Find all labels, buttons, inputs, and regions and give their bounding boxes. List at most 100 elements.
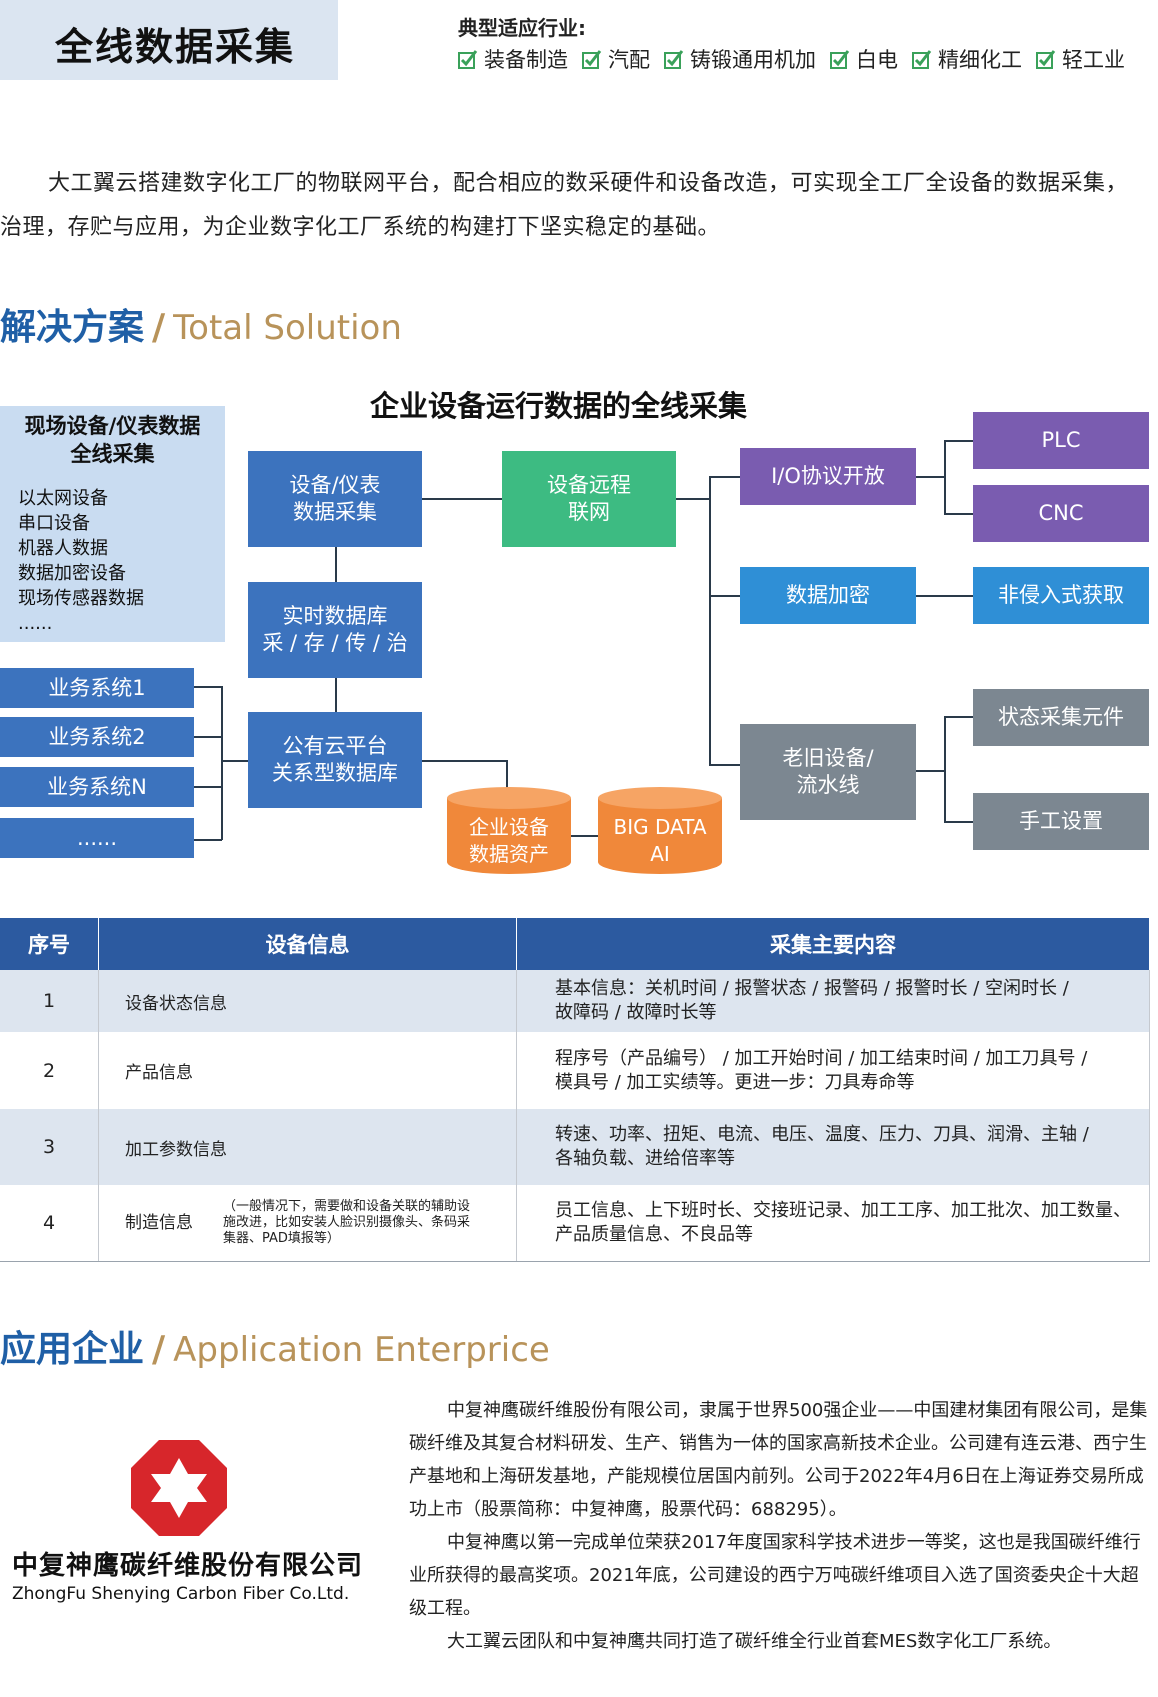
plc-box: PLC <box>973 412 1149 469</box>
connector-line <box>915 476 945 478</box>
content-cell: 基本信息：关机时间 / 报警状态 / 报警码 / 报警时长 / 空闲时长 /故障… <box>516 970 1150 1032</box>
device-info-note: （一般情况下，需要做和设备关联的辅助设施改进，比如安装人脸识别摄像头、条码采集器… <box>223 1198 471 1246</box>
connector-line <box>944 513 974 515</box>
industry-item: 白电 <box>830 44 898 74</box>
column-header-number: 序号 <box>0 918 99 970</box>
enterprise-paragraph: 中复神鹰碳纤维股份有限公司，隶属于世界500强企业——中国建材集团有限公司，是集… <box>409 1400 1148 1520</box>
list-item: 机器人数据 <box>18 538 108 559</box>
legacy-equipment-box: 老旧设备/流水线 <box>740 724 916 820</box>
industry-item: 铸锻通用机加 <box>664 44 816 74</box>
industries-label: 典型适应行业: <box>458 16 586 40</box>
connector-line <box>675 498 710 500</box>
row-number: 2 <box>0 1032 99 1109</box>
enterprise-paragraph: 中复神鹰以第一完成单位荣获2017年度国家科学技术进步一等奖，这也是我国碳纤维行… <box>409 1532 1141 1619</box>
list-item: ...... <box>18 613 53 634</box>
connector-line <box>944 440 946 514</box>
connector-line <box>570 835 598 837</box>
connector-line <box>915 595 974 597</box>
checkbox-checked-icon <box>1036 50 1056 69</box>
section-title-en: Total Solution <box>173 308 402 348</box>
connector-line <box>421 760 507 762</box>
section-title-solution: 解决方案/Total Solution <box>0 298 402 350</box>
connector-line <box>221 686 223 840</box>
enterprise-description: 中复神鹰碳纤维股份有限公司，隶属于世界500强企业——中国建材集团有限公司，是集… <box>409 1394 1151 1658</box>
data-asset-cylinder-icon <box>447 787 571 874</box>
connector-line <box>506 760 508 796</box>
intro-paragraph: 大工翼云搭建数字化工厂的物联网平台，配合相应的数采硬件和设备改造，可实现全工厂全… <box>0 171 1129 240</box>
connector-line <box>709 476 711 765</box>
connector-line <box>421 498 503 500</box>
business-system-2: 业务系统2 <box>0 717 194 757</box>
remote-networking-box: 设备远程联网 <box>502 451 676 547</box>
row-number: 3 <box>0 1109 99 1185</box>
connector-line <box>944 821 974 823</box>
table-header-row: 序号 设备信息 采集主要内容 <box>0 918 1150 970</box>
manual-setting-box: 手工设置 <box>973 793 1149 850</box>
section-title-cn: 解决方案 <box>0 307 145 348</box>
checkbox-checked-icon <box>664 50 684 69</box>
industry-item: 汽配 <box>582 44 650 74</box>
non-invasive-box: 非侵入式获取 <box>973 567 1149 624</box>
connector-line <box>915 770 945 772</box>
device-data-collection-box: 设备/仪表数据采集 <box>248 451 422 547</box>
data-asset-label: 企业设备数据资产 <box>469 815 549 866</box>
collection-table: 序号 设备信息 采集主要内容 1 设备状态信息 基本信息：关机时间 / 报警状态… <box>0 918 1150 1262</box>
connector-line <box>335 546 337 582</box>
realtime-db-box: 实时数据库采 / 存 / 传 / 治 <box>248 582 422 678</box>
section-title-en: Application Enterprice <box>173 1330 550 1370</box>
connector-line <box>944 440 974 442</box>
table-row: 4 制造信息（一般情况下，需要做和设备关联的辅助设施改进，比如安装人脸识别摄像头… <box>0 1185 1150 1262</box>
connector-line <box>192 786 222 788</box>
section-slash: / <box>152 307 166 348</box>
business-system-more: ...... <box>0 818 194 858</box>
device-info-cell: 制造信息（一般情况下，需要做和设备关联的辅助设施改进，比如安装人脸识别摄像头、条… <box>98 1185 517 1262</box>
section-slash: / <box>152 1329 166 1370</box>
section-title-enterprise: 应用企业/Application Enterprice <box>0 1320 550 1372</box>
connector-line <box>192 686 222 688</box>
content-cell: 员工信息、上下班时长、交接班记录、加工工序、加工批次、加工数量、产品质量信息、不… <box>516 1185 1150 1262</box>
row-number: 1 <box>0 970 99 1032</box>
connector-line <box>192 839 222 841</box>
io-protocol-box: I/O协议开放 <box>740 448 916 505</box>
business-system-1: 业务系统1 <box>0 668 194 708</box>
business-system-n: 业务系统N <box>0 767 194 807</box>
table-row: 1 设备状态信息 基本信息：关机时间 / 报警状态 / 报警码 / 报警时长 /… <box>0 970 1150 1032</box>
title-banner <box>0 0 338 80</box>
company-name-cn: 中复神鹰碳纤维股份有限公司 <box>12 1551 364 1581</box>
column-header-content: 采集主要内容 <box>516 918 1150 970</box>
list-item: 串口设备 <box>18 513 90 534</box>
field-data-list: 以太网设备 串口设备 机器人数据 数据加密设备 现场传感器数据 ...... <box>18 486 144 636</box>
row-number: 4 <box>0 1185 99 1262</box>
connector-line <box>709 476 741 478</box>
page-title: 全线数据采集 <box>55 25 296 69</box>
table-row: 2 产品信息 程序号（产品编号） / 加工开始时间 / 加工结束时间 / 加工刀… <box>0 1032 1150 1109</box>
device-info-cell: 加工参数信息 <box>98 1109 517 1185</box>
enterprise-paragraph: 大工翼云团队和中复神鹰共同打造了碳纤维全行业首套MES数字化工厂系统。 <box>447 1631 1062 1652</box>
field-data-heading: 现场设备/仪表数据 全线采集 <box>24 414 201 466</box>
data-encryption-box: 数据加密 <box>740 567 916 624</box>
checkbox-checked-icon <box>458 50 478 69</box>
cnc-box: CNC <box>973 485 1149 542</box>
industries-list: 装备制造 汽配 铸锻通用机加 白电 精细化工 轻工业 <box>458 44 1139 74</box>
device-info-cell: 产品信息 <box>98 1032 517 1109</box>
table-row: 3 加工参数信息 转速、功率、扭矩、电流、电压、温度、压力、刀具、润滑、主轴 /… <box>0 1109 1150 1185</box>
column-header-device-info: 设备信息 <box>98 918 517 970</box>
public-cloud-box: 公有云平台关系型数据库 <box>248 712 422 808</box>
connector-line <box>192 736 222 738</box>
state-sensor-box: 状态采集元件 <box>973 689 1149 746</box>
list-item: 数据加密设备 <box>18 563 126 584</box>
company-logo-icon <box>131 1440 227 1536</box>
connector-line <box>709 764 741 766</box>
industry-item: 装备制造 <box>458 44 568 74</box>
content-cell: 转速、功率、扭矩、电流、电压、温度、压力、刀具、润滑、主轴 /各轴负载、进给倍率… <box>516 1109 1150 1185</box>
connector-line <box>335 678 337 712</box>
content-cell: 程序号（产品编号） / 加工开始时间 / 加工结束时间 / 加工刀具号 /模具号… <box>516 1032 1150 1109</box>
checkbox-checked-icon <box>830 50 850 69</box>
device-info-cell: 设备状态信息 <box>98 970 517 1032</box>
section-title-cn: 应用企业 <box>0 1329 145 1370</box>
checkbox-checked-icon <box>582 50 602 69</box>
list-item: 以太网设备 <box>18 488 108 509</box>
diagram-title: 企业设备运行数据的全线采集 <box>370 389 748 423</box>
company-name-en: ZhongFu Shenying Carbon Fiber Co.Ltd. <box>12 1584 350 1604</box>
industry-item: 精细化工 <box>912 44 1022 74</box>
